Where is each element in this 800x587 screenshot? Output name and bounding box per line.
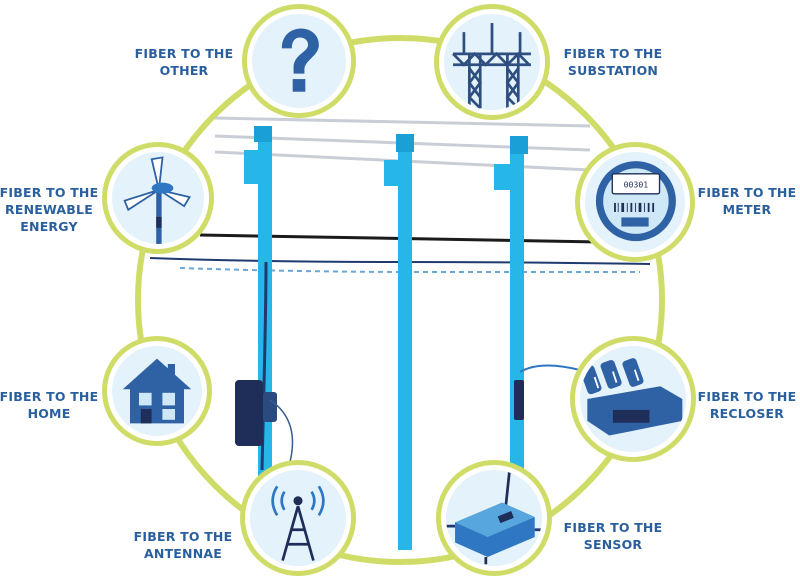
utility-pole-right [494,136,581,470]
badge-substation [434,4,550,120]
badge-meter: 00301 [575,142,695,262]
utility-pole-middle [384,134,414,550]
badge-recloser [570,336,696,462]
badge-renewable [102,142,214,254]
badge-other [242,4,356,118]
badge-antennae [240,460,356,576]
meter-display: 00301 [624,179,649,189]
wind-turbine-icon [123,156,191,244]
antenna-tower-icon [271,485,325,561]
badge-home [102,336,212,446]
house-icon [122,358,192,424]
utility-pole-left [235,126,294,478]
question-mark-icon [281,28,319,92]
sensor-icon [446,471,542,565]
badge-sensor [436,460,552,576]
recloser-icon [580,358,683,436]
substation-icon [452,23,531,110]
smart-meter-icon: 00301 [595,161,676,242]
